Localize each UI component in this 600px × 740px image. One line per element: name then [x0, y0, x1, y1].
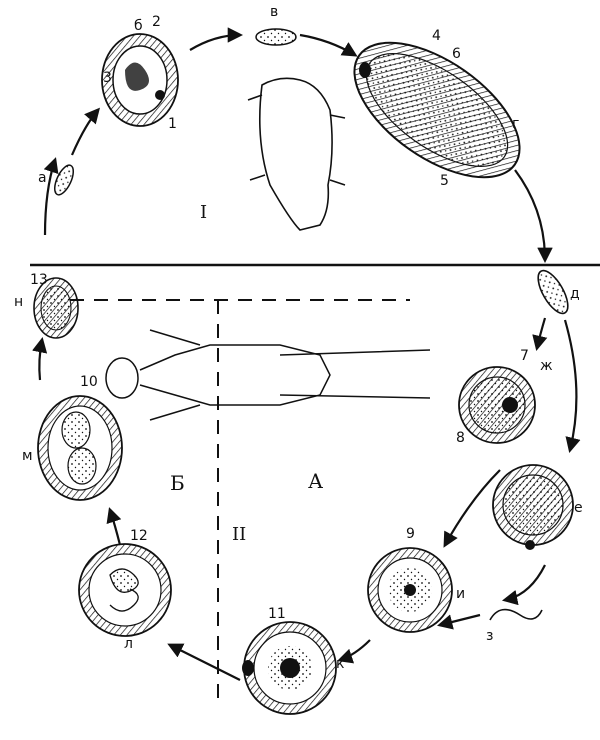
num-3: 3 [103, 70, 112, 86]
label-stage-k: к [336, 656, 344, 672]
stage-l [78, 543, 172, 637]
num-8: 8 [456, 430, 465, 446]
num-7: 7 [520, 348, 529, 364]
pig-figure [247, 77, 346, 231]
label-stage-i: и [456, 586, 465, 602]
label-stage-d: д [570, 286, 580, 302]
num-9: 9 [406, 526, 415, 542]
label-stage-z: з [486, 628, 493, 644]
num-10: 10 [80, 374, 98, 390]
num-1: 1 [168, 116, 177, 132]
label-stage-g: г [512, 116, 519, 132]
stage-n [33, 277, 79, 339]
stage-a [53, 164, 75, 196]
stage-z [489, 608, 543, 621]
num-2: 2 [152, 14, 161, 30]
stage-m [37, 395, 123, 501]
num-11: 11 [268, 606, 286, 622]
region-label-b: Б [170, 471, 185, 495]
zone-label-human: II [232, 524, 246, 545]
stage-g [353, 41, 521, 179]
label-stage-zh: ж [540, 358, 553, 374]
cycle-arrows [32, 27, 581, 681]
num-4: 4 [432, 28, 441, 44]
region-label-a: А [308, 469, 323, 493]
label-stage-n: н [14, 294, 23, 310]
stage-i [367, 547, 453, 633]
stage-v [255, 28, 297, 46]
label-stage-b: б [134, 18, 143, 34]
stage-d [537, 269, 569, 315]
label-stage-e: е [574, 500, 583, 516]
label-stage-m: м [22, 448, 33, 464]
zone-label-pig: I [200, 202, 207, 223]
num-12: 12 [130, 528, 148, 544]
stage-e [492, 464, 574, 550]
label-stage-v: в [270, 4, 278, 20]
human-figure [105, 329, 431, 421]
label-stage-l: л [124, 636, 133, 652]
num-5: 5 [440, 173, 449, 189]
stage-k [242, 621, 337, 715]
label-stage-a: а [38, 170, 47, 186]
num-13: 13 [30, 272, 48, 288]
stage-zh [458, 366, 536, 444]
num-6: 6 [452, 46, 461, 62]
stage-b [101, 33, 179, 127]
